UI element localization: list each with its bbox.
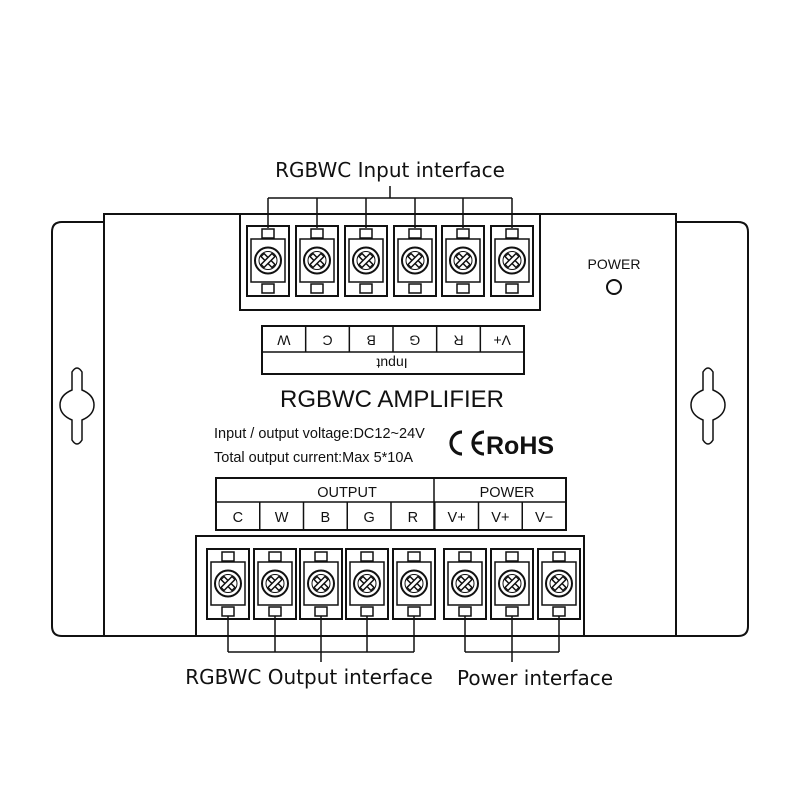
input-pin-panel: W C B G R V+ Input bbox=[261, 325, 525, 375]
input-terminal-3 bbox=[344, 225, 388, 297]
output-pin-panel: OUTPUT POWER C W B G R V+ V+ V− bbox=[215, 477, 567, 531]
input-interface-label: RGBWC Input interface bbox=[275, 158, 505, 182]
input-pin-label: C bbox=[322, 332, 332, 348]
output-pin-label: B bbox=[321, 510, 331, 526]
right-mounting-ear bbox=[676, 221, 749, 637]
output-pin-label: G bbox=[363, 510, 374, 526]
input-pin-label: V+ bbox=[493, 332, 511, 348]
product-name: RGBWC AMPLIFIER bbox=[280, 386, 504, 413]
output-interface-label: RGBWC Output interface bbox=[185, 665, 433, 689]
input-panel-title: Input bbox=[376, 355, 407, 371]
left-mounting-ear bbox=[51, 221, 104, 637]
output-terminal-4 bbox=[345, 548, 389, 620]
output-terminal-6 bbox=[443, 548, 487, 620]
output-terminal-2 bbox=[253, 548, 297, 620]
input-terminals bbox=[246, 225, 534, 297]
power-header: POWER bbox=[480, 485, 535, 501]
output-pin-label: R bbox=[408, 510, 418, 526]
voltage-spec: Input / output voltage:DC12~24V bbox=[214, 426, 425, 442]
current-spec: Total output current:Max 5*10A bbox=[214, 450, 413, 466]
output-wiring-bracket bbox=[227, 616, 415, 662]
power-interface-label: Power interface bbox=[457, 666, 613, 690]
input-terminal-1 bbox=[246, 225, 290, 297]
input-pin-label: G bbox=[409, 332, 420, 348]
input-wiring-bracket bbox=[267, 186, 513, 228]
output-pin-label: V+ bbox=[448, 510, 466, 526]
power-led-label: POWER bbox=[588, 256, 641, 272]
output-pin-label: W bbox=[275, 510, 289, 526]
output-terminal-5 bbox=[392, 548, 436, 620]
power-led-indicator bbox=[606, 279, 622, 295]
power-wiring-bracket bbox=[464, 616, 560, 662]
output-terminal-3 bbox=[299, 548, 343, 620]
output-terminals bbox=[206, 548, 581, 620]
output-terminal-8 bbox=[537, 548, 581, 620]
rohs-mark: RoHS bbox=[486, 432, 554, 460]
input-terminal-5 bbox=[441, 225, 485, 297]
input-terminal-6 bbox=[490, 225, 534, 297]
input-terminal-4 bbox=[393, 225, 437, 297]
input-pin-label: R bbox=[453, 332, 463, 348]
output-terminal-7 bbox=[490, 548, 534, 620]
output-pin-label: V− bbox=[535, 510, 553, 526]
output-pin-label: C bbox=[233, 510, 243, 526]
output-terminal-1 bbox=[206, 548, 250, 620]
output-header: OUTPUT bbox=[317, 485, 377, 501]
input-terminal-2 bbox=[295, 225, 339, 297]
output-pin-label: V+ bbox=[491, 510, 509, 526]
input-pin-label: W bbox=[276, 332, 290, 348]
right-mount-slot bbox=[690, 367, 726, 445]
left-mount-slot bbox=[59, 367, 95, 445]
ce-mark bbox=[449, 430, 485, 456]
input-pin-label: B bbox=[366, 332, 375, 348]
